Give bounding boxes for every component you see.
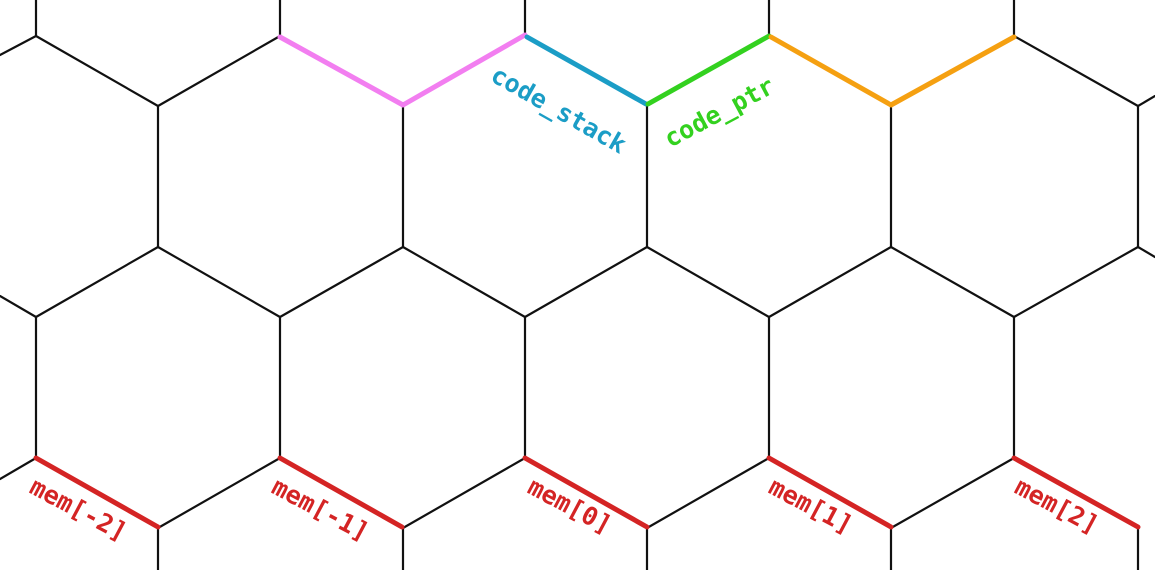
hex-edge xyxy=(34,245,160,319)
hex-edge xyxy=(1012,245,1140,319)
hex-edge xyxy=(1136,245,1155,259)
hex-edge xyxy=(767,245,893,319)
hex-edge xyxy=(156,34,282,108)
hex-edge xyxy=(645,245,771,319)
hex-edge xyxy=(523,245,649,319)
hex-edge xyxy=(889,456,1016,530)
hex-edge xyxy=(0,294,38,319)
hex-edge xyxy=(645,456,771,530)
orange-edge-path xyxy=(768,34,1017,108)
hex-edge xyxy=(1012,34,1140,108)
hex-edge xyxy=(401,456,527,530)
code-stack-edge xyxy=(524,34,649,107)
hex-edge xyxy=(401,245,527,319)
hex-edge xyxy=(0,34,38,57)
code-ptr-edge xyxy=(645,33,772,107)
hex-edge xyxy=(1136,94,1155,108)
mem-edge-1 xyxy=(766,455,894,530)
mem-edge-0 xyxy=(522,455,650,530)
hex-edge xyxy=(156,456,282,530)
mem-edge-m1 xyxy=(277,455,405,530)
pink-edge-path xyxy=(277,32,528,108)
hex-edge xyxy=(156,245,282,319)
hex-edge xyxy=(278,245,405,319)
mem-edge-m2 xyxy=(33,455,161,530)
hex-edge xyxy=(889,245,1016,319)
mem-edge-2 xyxy=(1011,455,1141,530)
hex-edge xyxy=(0,456,38,481)
hex-edge xyxy=(34,34,160,108)
